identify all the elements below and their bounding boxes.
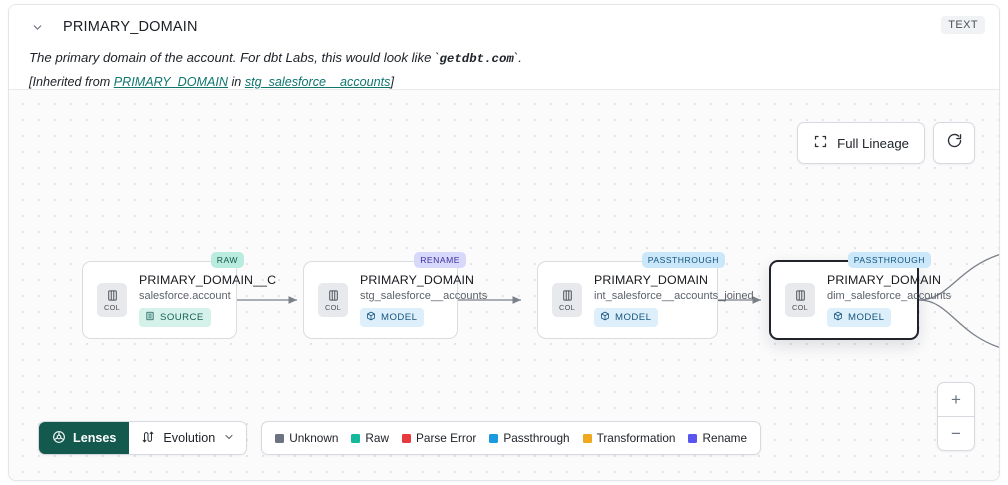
legend-item: Rename bbox=[688, 431, 747, 445]
legend-label: Rename bbox=[702, 431, 748, 445]
node-body: PRIMARY_DOMAIN stg_salesforce__accounts … bbox=[360, 273, 487, 327]
legend-label: Raw bbox=[365, 431, 390, 445]
description-suffix: `. bbox=[513, 50, 522, 65]
cube-icon bbox=[600, 311, 610, 324]
lenses-label: Lenses bbox=[73, 431, 117, 445]
legend-item: Passthrough bbox=[489, 431, 570, 445]
refresh-button[interactable] bbox=[933, 122, 975, 164]
legend-swatch bbox=[489, 433, 499, 443]
inherited-from-line: [Inherited from PRIMARY_DOMAIN in stg_sa… bbox=[29, 75, 983, 89]
lineage-graph: RAW COL PRIMARY_DOMAIN__C salesforce.acc… bbox=[9, 90, 999, 480]
node-tag-raw: RAW bbox=[210, 252, 244, 268]
type-badge: TEXT bbox=[941, 16, 985, 34]
lenses-evolution-group: Lenses Evolution bbox=[38, 421, 248, 455]
col-icon-label: COL bbox=[324, 302, 342, 312]
description-prefix: The primary domain of the account. For d… bbox=[29, 50, 440, 65]
inherited-close: ] bbox=[390, 74, 394, 89]
node-tag-rename: RENAME bbox=[414, 252, 466, 268]
node-body: PRIMARY_DOMAIN dim_salesforce_accounts M… bbox=[827, 273, 951, 327]
evolution-label: Evolution bbox=[163, 431, 216, 445]
col-icon: COL bbox=[552, 283, 582, 317]
node-kind-badge: MODEL bbox=[594, 308, 659, 327]
lineage-canvas[interactable]: Full Lineage bbox=[9, 89, 999, 480]
legend-label: Unknown bbox=[289, 431, 339, 445]
zoom-out-button[interactable]: − bbox=[938, 416, 974, 450]
zoom-in-button[interactable]: + bbox=[951, 389, 961, 409]
panel-header: PRIMARY_DOMAIN TEXT The primary domain o… bbox=[9, 5, 999, 89]
col-icon-label: COL bbox=[558, 302, 576, 312]
node-subtitle: salesforce.account bbox=[139, 290, 231, 302]
lineage-node-salesforce-account[interactable]: RAW COL PRIMARY_DOMAIN__C salesforce.acc… bbox=[82, 252, 276, 339]
legend-label: Parse Error bbox=[416, 431, 477, 445]
legend-label: Passthrough bbox=[503, 431, 570, 445]
legend-swatch bbox=[402, 433, 412, 443]
col-icon: COL bbox=[97, 283, 127, 317]
node-tag-passthrough: PASSTHROUGH bbox=[847, 252, 931, 268]
legend-swatch bbox=[275, 433, 285, 443]
refresh-icon bbox=[946, 132, 963, 154]
legend-swatch bbox=[688, 433, 698, 443]
panel-container: PRIMARY_DOMAIN TEXT The primary domain o… bbox=[8, 4, 1000, 481]
node-title: PRIMARY_DOMAIN bbox=[594, 273, 709, 287]
node-kind-badge: SOURCE bbox=[139, 308, 211, 327]
inherited-column-link[interactable]: PRIMARY_DOMAIN bbox=[113, 74, 228, 89]
node-kind-label: SOURCE bbox=[160, 312, 204, 323]
node-title: PRIMARY_DOMAIN__C bbox=[139, 273, 277, 287]
expand-icon bbox=[813, 134, 828, 152]
lineage-bottom-bar: Lenses Evolution U bbox=[38, 421, 762, 455]
node-subtitle: int_salesforce__accounts_joined bbox=[594, 290, 754, 302]
legend-item: Raw bbox=[351, 431, 389, 445]
chevron-down-icon bbox=[223, 431, 235, 446]
full-lineage-label: Full Lineage bbox=[837, 135, 909, 151]
lenses-button[interactable]: Lenses bbox=[39, 422, 130, 454]
inherited-model-link[interactable]: stg_salesforce__accounts bbox=[244, 74, 391, 89]
node-subtitle: dim_salesforce_accounts bbox=[827, 290, 952, 302]
lineage-node-stg-salesforce-accounts[interactable]: RENAME COL PRIMARY_DOMAIN stg_salesforce… bbox=[303, 252, 487, 339]
node-body: PRIMARY_DOMAIN__C salesforce.account SOU… bbox=[139, 273, 276, 327]
legend-item: Unknown bbox=[275, 431, 338, 445]
column-description: The primary domain of the account. For d… bbox=[29, 49, 983, 68]
node-subtitle: stg_salesforce__accounts bbox=[360, 290, 488, 302]
route-icon bbox=[141, 430, 155, 447]
inherited-open: [Inherited from bbox=[29, 74, 114, 89]
inherited-middle: in bbox=[228, 74, 245, 89]
lineage-controls: Full Lineage bbox=[797, 122, 975, 164]
node-kind-badge: MODEL bbox=[827, 308, 892, 327]
col-icon: COL bbox=[318, 283, 348, 317]
lineage-node-dim-salesforce-accounts[interactable]: PASSTHROUGH COL PRIMARY_DOMAIN dim_sales… bbox=[769, 252, 951, 340]
evolution-dropdown[interactable]: Evolution bbox=[129, 422, 247, 454]
legend-label: Transformation bbox=[596, 431, 676, 445]
full-lineage-button[interactable]: Full Lineage bbox=[797, 122, 925, 164]
cube-icon bbox=[366, 311, 376, 324]
node-body: PRIMARY_DOMAIN int_salesforce__accounts_… bbox=[594, 273, 754, 327]
node-kind-label: MODEL bbox=[848, 312, 885, 323]
aperture-icon bbox=[52, 430, 66, 447]
node-kind-badge: MODEL bbox=[360, 308, 425, 327]
header-title-row: PRIMARY_DOMAIN bbox=[29, 15, 983, 39]
node-kind-label: MODEL bbox=[381, 312, 418, 323]
lineage-node-int-salesforce-accounts-joined[interactable]: PASSTHROUGH COL PRIMARY_DOMAIN int_sales… bbox=[537, 252, 754, 339]
node-title: PRIMARY_DOMAIN bbox=[360, 273, 475, 287]
col-icon: COL bbox=[785, 283, 815, 317]
database-icon bbox=[145, 311, 155, 324]
node-kind-label: MODEL bbox=[615, 312, 652, 323]
legend-swatch bbox=[582, 433, 592, 443]
col-icon-label: COL bbox=[791, 302, 809, 312]
description-code: getdbt.com bbox=[439, 52, 514, 66]
node-tag-passthrough: PASSTHROUGH bbox=[641, 252, 725, 268]
lineage-legend: Unknown Raw Parse Error Passthrough bbox=[261, 421, 762, 455]
node-title: PRIMARY_DOMAIN bbox=[827, 273, 942, 287]
cube-icon bbox=[833, 311, 843, 324]
chevron-down-icon[interactable] bbox=[29, 19, 45, 35]
zoom-controls: + − bbox=[937, 382, 975, 451]
col-icon-label: COL bbox=[103, 302, 121, 312]
legend-item: Parse Error bbox=[402, 431, 476, 445]
page-title: PRIMARY_DOMAIN bbox=[63, 19, 198, 35]
legend-item: Transformation bbox=[582, 431, 676, 445]
legend-swatch bbox=[351, 433, 361, 443]
